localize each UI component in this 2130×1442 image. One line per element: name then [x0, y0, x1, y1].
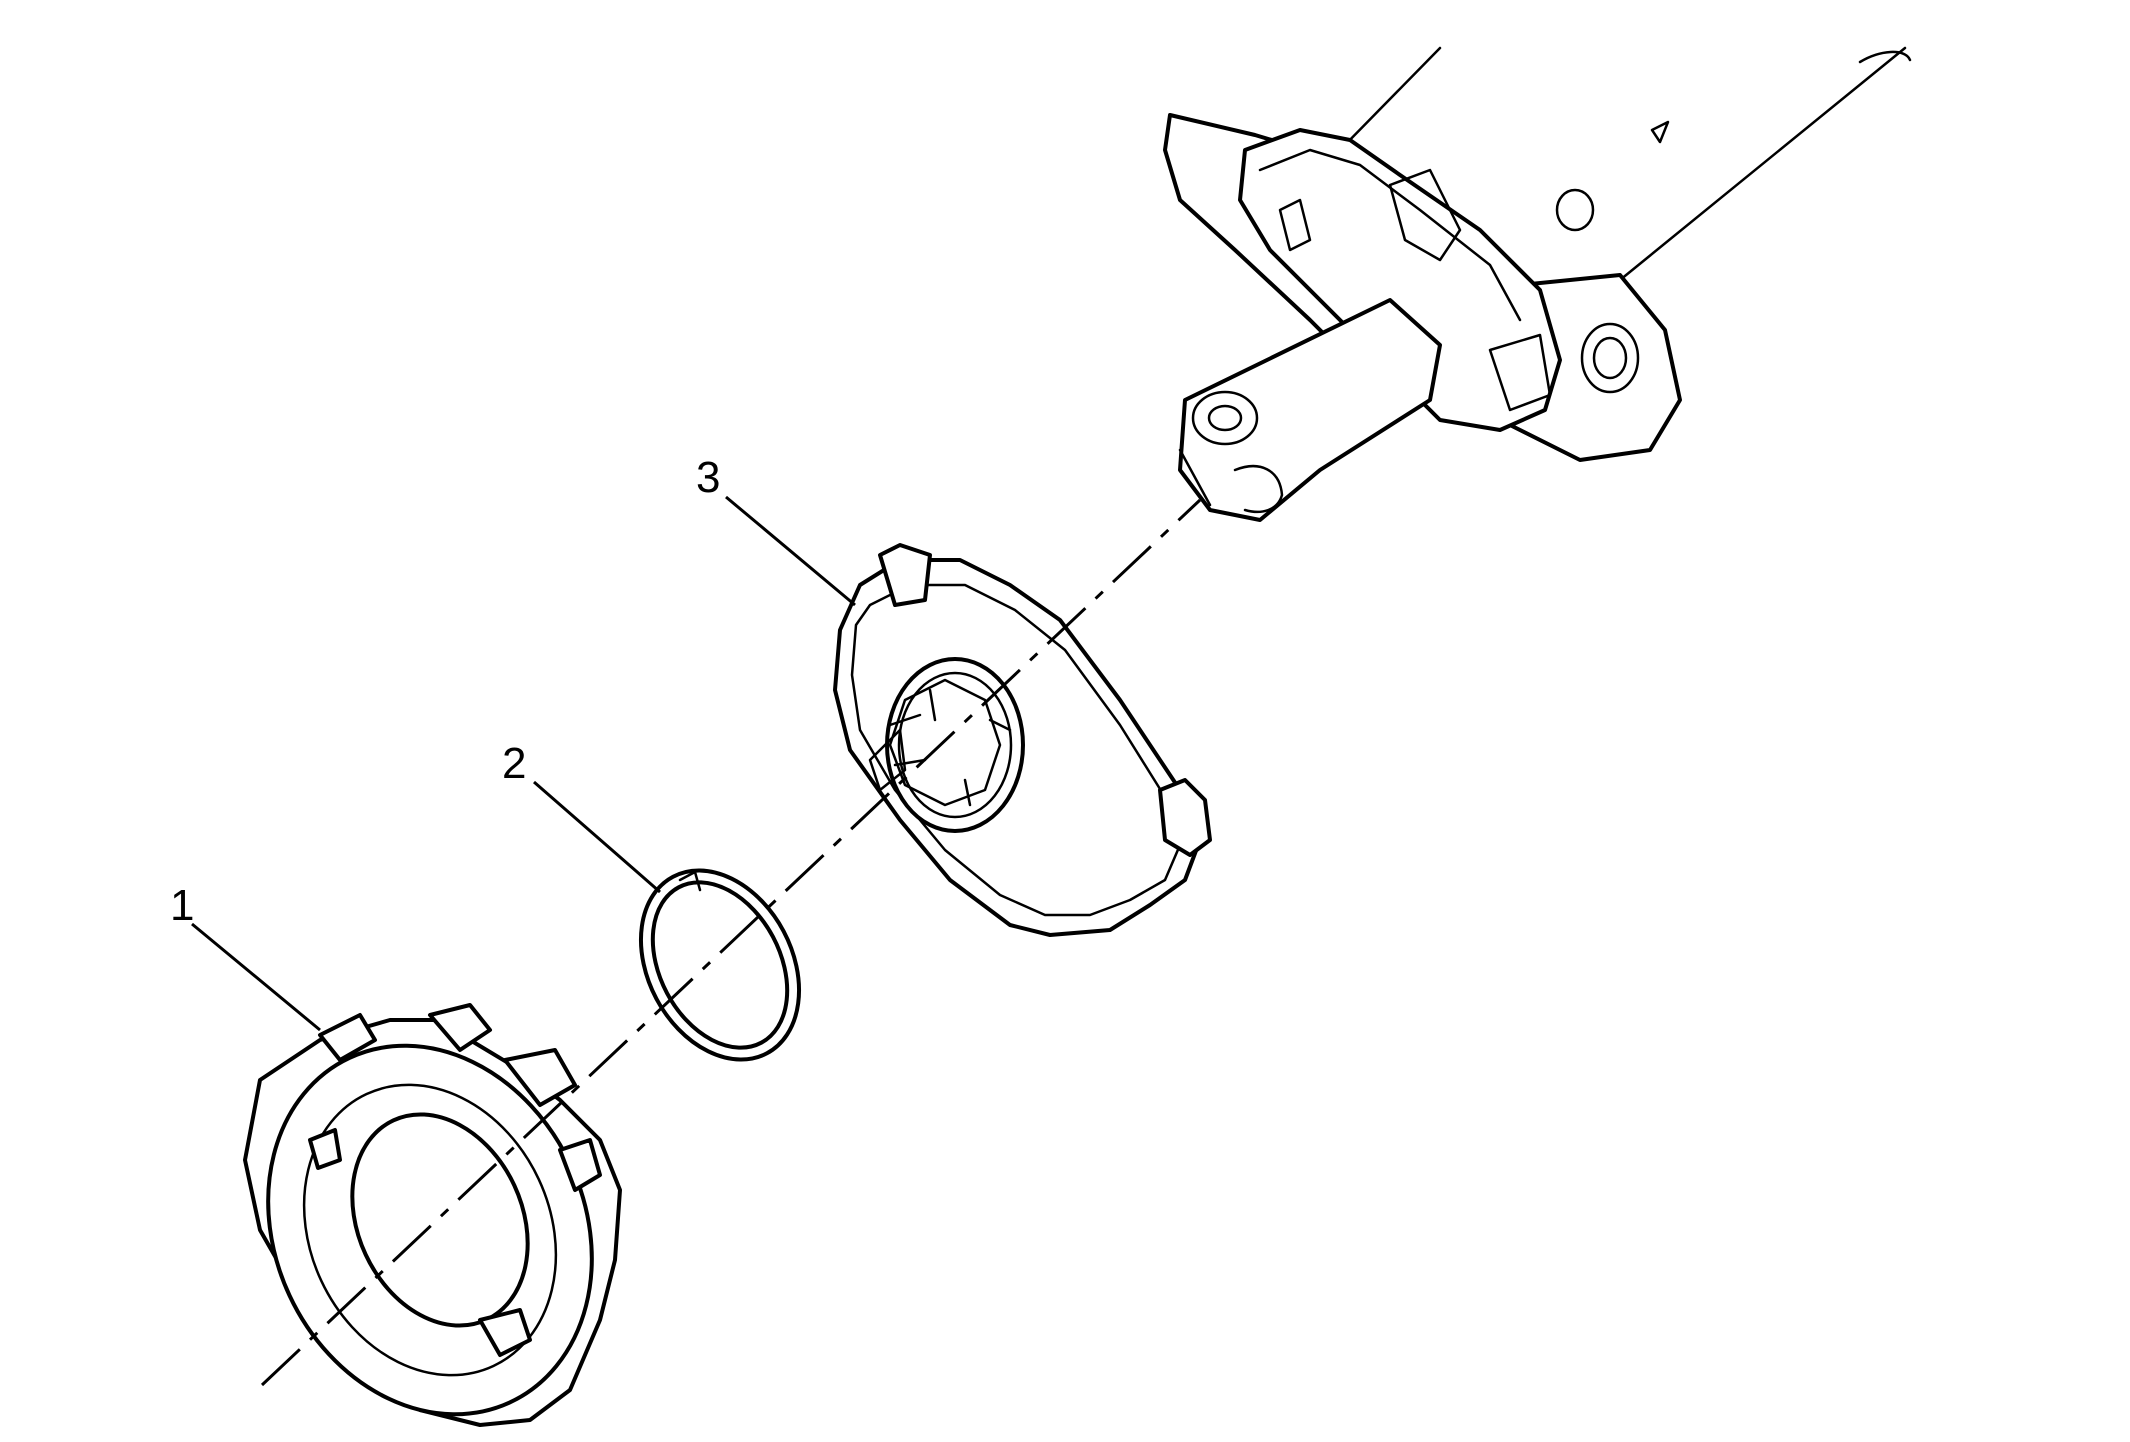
snap-ring — [638, 868, 802, 1062]
callout-1-label: 1 — [170, 881, 194, 930]
retainer-cap — [243, 1003, 622, 1427]
clock-spring-housing — [833, 543, 1212, 937]
callout-1-leader — [191, 922, 321, 1032]
callout-3-leader — [725, 495, 856, 607]
callout-2-leader — [533, 780, 661, 894]
assembly-centerline — [260, 498, 1202, 1387]
callout-3-label: 3 — [696, 453, 720, 502]
steering-column — [1163, 46, 1912, 522]
callout-2-label: 2 — [502, 739, 526, 788]
